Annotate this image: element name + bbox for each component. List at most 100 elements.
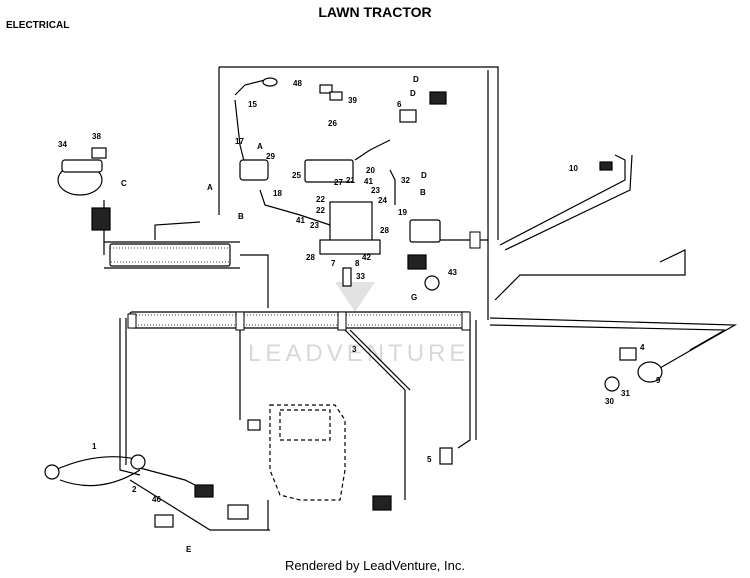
switch-4 bbox=[619, 347, 637, 361]
connector-10 bbox=[599, 161, 613, 171]
callout-42: 42 bbox=[362, 253, 371, 262]
harness-left-drop bbox=[119, 318, 141, 476]
lamp-wire-2 bbox=[59, 469, 141, 487]
fuse-39a bbox=[319, 84, 333, 94]
callout-3: 3 bbox=[352, 345, 357, 354]
wire-to-10-b bbox=[504, 154, 633, 251]
watermark-text: LEADVENTURE bbox=[248, 340, 469, 367]
callout-5: 5 bbox=[427, 455, 432, 464]
callout-41a: 41 bbox=[364, 177, 373, 186]
callout-22a: 22 bbox=[316, 195, 325, 204]
callout-D2: D bbox=[410, 89, 416, 98]
harness-diagonal bbox=[344, 329, 406, 500]
callout-1: 1 bbox=[92, 442, 97, 451]
connector-mid bbox=[247, 419, 261, 431]
engine-outline bbox=[269, 404, 346, 501]
page-title: LAWN TRACTOR bbox=[318, 4, 432, 20]
frame-wire-top bbox=[219, 66, 499, 240]
switch-19 bbox=[409, 219, 441, 243]
callout-23a: 23 bbox=[371, 186, 380, 195]
callout-D3: D bbox=[421, 171, 427, 180]
harness-right-drop bbox=[457, 320, 471, 449]
fuse-holder-25 bbox=[304, 159, 354, 183]
bulb-1a bbox=[44, 464, 60, 480]
cable-32 bbox=[389, 169, 396, 205]
battery bbox=[329, 201, 373, 243]
cable-33 bbox=[342, 267, 352, 287]
bulb-1b bbox=[130, 454, 146, 470]
callout-26: 26 bbox=[328, 119, 337, 128]
callout-21: 21 bbox=[346, 176, 355, 185]
lamp-wire bbox=[54, 456, 141, 471]
callout-19: 19 bbox=[398, 208, 407, 217]
callout-2: 2 bbox=[132, 485, 137, 494]
section-label: ELECTRICAL bbox=[6, 20, 70, 31]
connector-42 bbox=[407, 254, 427, 270]
callout-A1: A bbox=[257, 142, 263, 151]
switch-9 bbox=[637, 361, 663, 383]
callout-33: 33 bbox=[356, 272, 365, 281]
callout-D1: D bbox=[413, 75, 419, 84]
callout-22b: 22 bbox=[316, 206, 325, 215]
lamp-to-connector bbox=[129, 479, 270, 531]
cable-15-b bbox=[234, 99, 246, 166]
wire-to-pto-b bbox=[489, 324, 728, 351]
wire-to-ground-right bbox=[494, 249, 686, 301]
connector-engine bbox=[372, 495, 392, 511]
cable-27 bbox=[354, 139, 391, 161]
callout-10: 10 bbox=[569, 164, 578, 173]
knob-30 bbox=[604, 376, 620, 392]
coil-connector bbox=[91, 207, 111, 231]
fuse-39b bbox=[329, 91, 343, 101]
callouts: 48 15 39 6 D D 26 17 29 A 25 34 38 C A 1… bbox=[58, 75, 661, 554]
callout-27: 27 bbox=[334, 178, 343, 187]
lamp-43 bbox=[424, 275, 440, 291]
harness-bundles bbox=[109, 231, 481, 331]
callout-28b: 28 bbox=[306, 253, 315, 262]
wire-to-10 bbox=[499, 154, 626, 246]
callout-9: 9 bbox=[656, 376, 661, 385]
callout-41b: 41 bbox=[296, 216, 305, 225]
callout-7: 7 bbox=[331, 259, 336, 268]
wire-to-pto bbox=[489, 317, 738, 369]
callout-G: G bbox=[411, 293, 417, 302]
harness-diagonal-2 bbox=[349, 329, 411, 391]
callout-15: 15 bbox=[248, 100, 257, 109]
callout-20: 20 bbox=[366, 166, 375, 175]
callout-30: 30 bbox=[605, 397, 614, 406]
callout-38: 38 bbox=[92, 132, 101, 141]
callout-32: 32 bbox=[401, 176, 410, 185]
callout-18: 18 bbox=[273, 189, 282, 198]
grommet-48 bbox=[262, 77, 278, 87]
callout-34: 34 bbox=[58, 140, 67, 149]
battery-tray bbox=[319, 239, 381, 255]
callout-A2: A bbox=[207, 183, 213, 192]
callout-4: 4 bbox=[640, 343, 645, 352]
callout-24: 24 bbox=[378, 196, 387, 205]
solenoid-29 bbox=[239, 159, 269, 181]
callout-43: 43 bbox=[448, 268, 457, 277]
watermark: LEADVENTURE bbox=[248, 282, 469, 367]
callout-8: 8 bbox=[355, 259, 360, 268]
main-harness-3 bbox=[129, 311, 471, 329]
callout-28a: 28 bbox=[380, 226, 389, 235]
callout-31: 31 bbox=[621, 389, 630, 398]
ground-lead bbox=[154, 221, 201, 240]
upper-harness bbox=[104, 241, 240, 269]
upper-harness-link bbox=[240, 254, 269, 308]
callout-25: 25 bbox=[292, 171, 301, 180]
callout-46: 46 bbox=[152, 495, 161, 504]
connector-lamp-2 bbox=[227, 504, 249, 520]
switch-6 bbox=[399, 109, 417, 123]
connector-5 bbox=[439, 447, 453, 465]
callout-B1: B bbox=[238, 212, 244, 221]
cable-18 bbox=[259, 189, 331, 226]
cable-15 bbox=[234, 79, 266, 96]
callout-29: 29 bbox=[266, 152, 275, 161]
upper-harness-sheath bbox=[109, 243, 231, 267]
ground-clip-46 bbox=[154, 514, 174, 528]
callout-23b: 23 bbox=[310, 221, 319, 230]
callout-C: C bbox=[121, 179, 127, 188]
connector-lamp bbox=[194, 484, 214, 498]
